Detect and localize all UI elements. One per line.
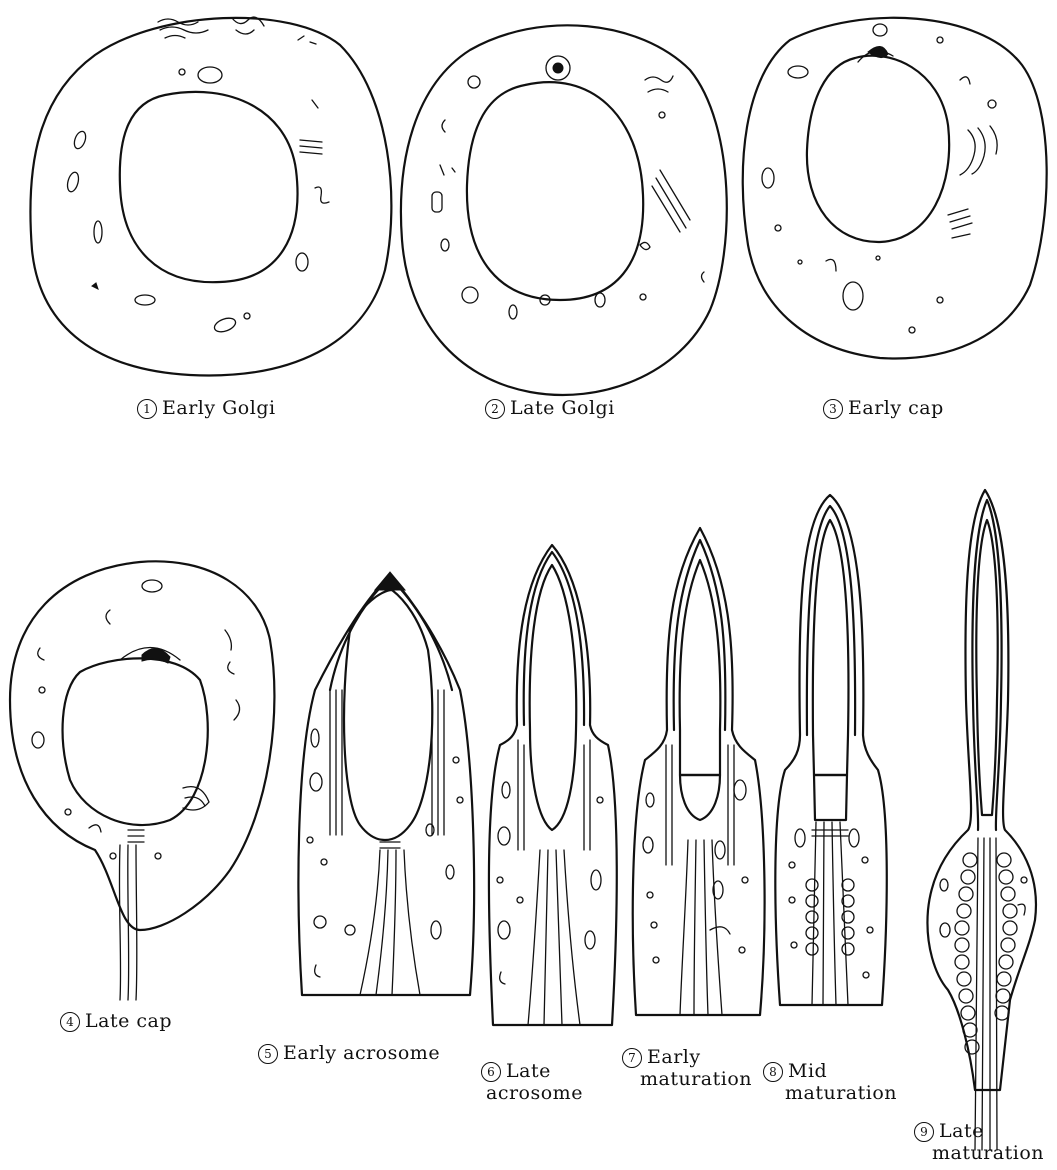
stage-8-cell [775, 495, 886, 1005]
stage-3-cell [743, 18, 1047, 359]
label-stage-4: 4Late cap [60, 1010, 172, 1032]
stage-7-cell [633, 528, 765, 1015]
stage-1-cell [30, 17, 391, 375]
stage-6-cell [489, 545, 617, 1025]
label-stage-7: 7Earlymaturation [622, 1046, 752, 1090]
stage-5-cell [298, 572, 474, 995]
label-stage-2: 2Late Golgi [485, 397, 615, 419]
label-stage-8: 8Midmaturation [763, 1060, 897, 1104]
stage-4-cell [10, 561, 274, 1000]
label-stage-5: 5Early acrosome [258, 1042, 440, 1064]
stage-2-cell [401, 25, 727, 395]
label-stage-6: 6Lateacrosome [481, 1060, 583, 1104]
label-stage-9: 9Latematuration [914, 1120, 1044, 1164]
label-stage-1: 1Early Golgi [137, 397, 276, 419]
stage-9-cell [927, 490, 1036, 1150]
label-stage-3: 3Early cap [823, 397, 944, 419]
